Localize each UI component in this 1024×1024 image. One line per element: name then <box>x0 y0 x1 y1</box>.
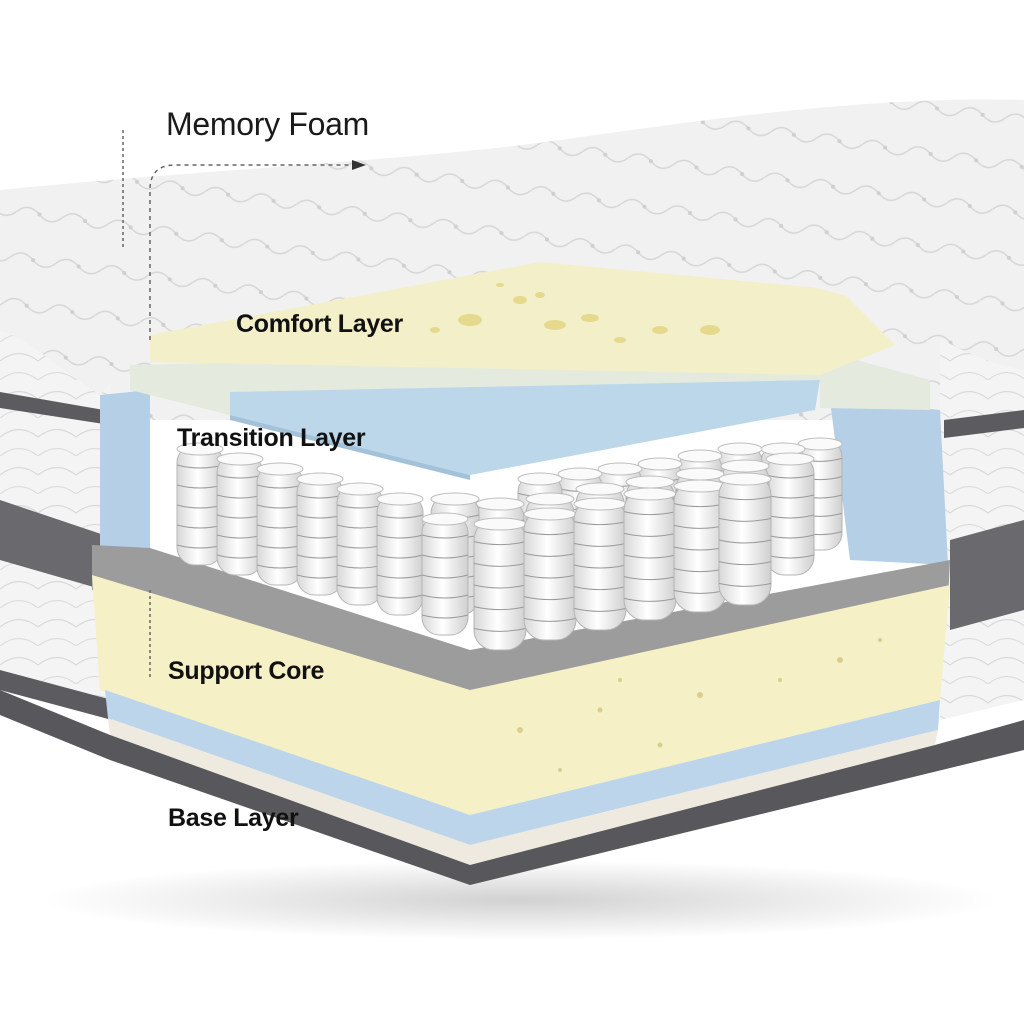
label-transition-layer: Transition Layer <box>177 424 366 452</box>
coil-spring <box>216 452 264 576</box>
cavity-walls <box>100 390 150 560</box>
ground-shadow <box>40 860 1000 940</box>
cover-flap-left <box>0 190 300 395</box>
coil-spring <box>336 482 384 606</box>
coil-spring <box>256 462 304 586</box>
left-border-band <box>0 392 104 424</box>
pocket-coils <box>176 437 843 651</box>
comfort-pores <box>430 283 720 343</box>
coil-spring <box>673 479 727 613</box>
left-side-panel <box>0 280 112 720</box>
left-gusset <box>0 500 104 590</box>
support-core-foam <box>92 575 950 815</box>
comfort-foam <box>150 262 895 375</box>
cavity-wall-right <box>830 400 948 565</box>
transition-edge <box>230 415 470 480</box>
right-gusset <box>950 520 1024 630</box>
coil-spring <box>421 512 469 636</box>
coil-spring <box>176 442 224 566</box>
cover-flap-right <box>540 150 1024 370</box>
coil-spring <box>296 472 344 596</box>
transition-foam <box>230 368 820 475</box>
coil-spring <box>623 487 677 621</box>
base-blue-layer <box>105 690 940 845</box>
coil-spring <box>718 472 772 606</box>
coil-spring <box>573 497 627 631</box>
gray-foam-layer <box>92 545 950 700</box>
label-comfort-layer: Comfort Layer <box>236 310 403 338</box>
coil-spring <box>765 452 815 576</box>
bottom-border <box>0 690 1024 885</box>
label-memory-foam: Memory Foam <box>166 106 369 142</box>
label-base-layer: Base Layer <box>168 804 299 832</box>
arrow-right-icon <box>352 160 366 170</box>
label-support-core: Support Core <box>168 657 325 685</box>
left-bottom-band <box>0 670 112 720</box>
support-core-pores <box>517 638 882 772</box>
coil-spring <box>523 507 577 641</box>
right-border-band <box>944 410 1024 438</box>
coil-spring <box>376 492 424 616</box>
coil-spring <box>473 517 527 651</box>
memory-foam-callout <box>122 130 355 340</box>
base-cream-strip <box>108 718 938 865</box>
